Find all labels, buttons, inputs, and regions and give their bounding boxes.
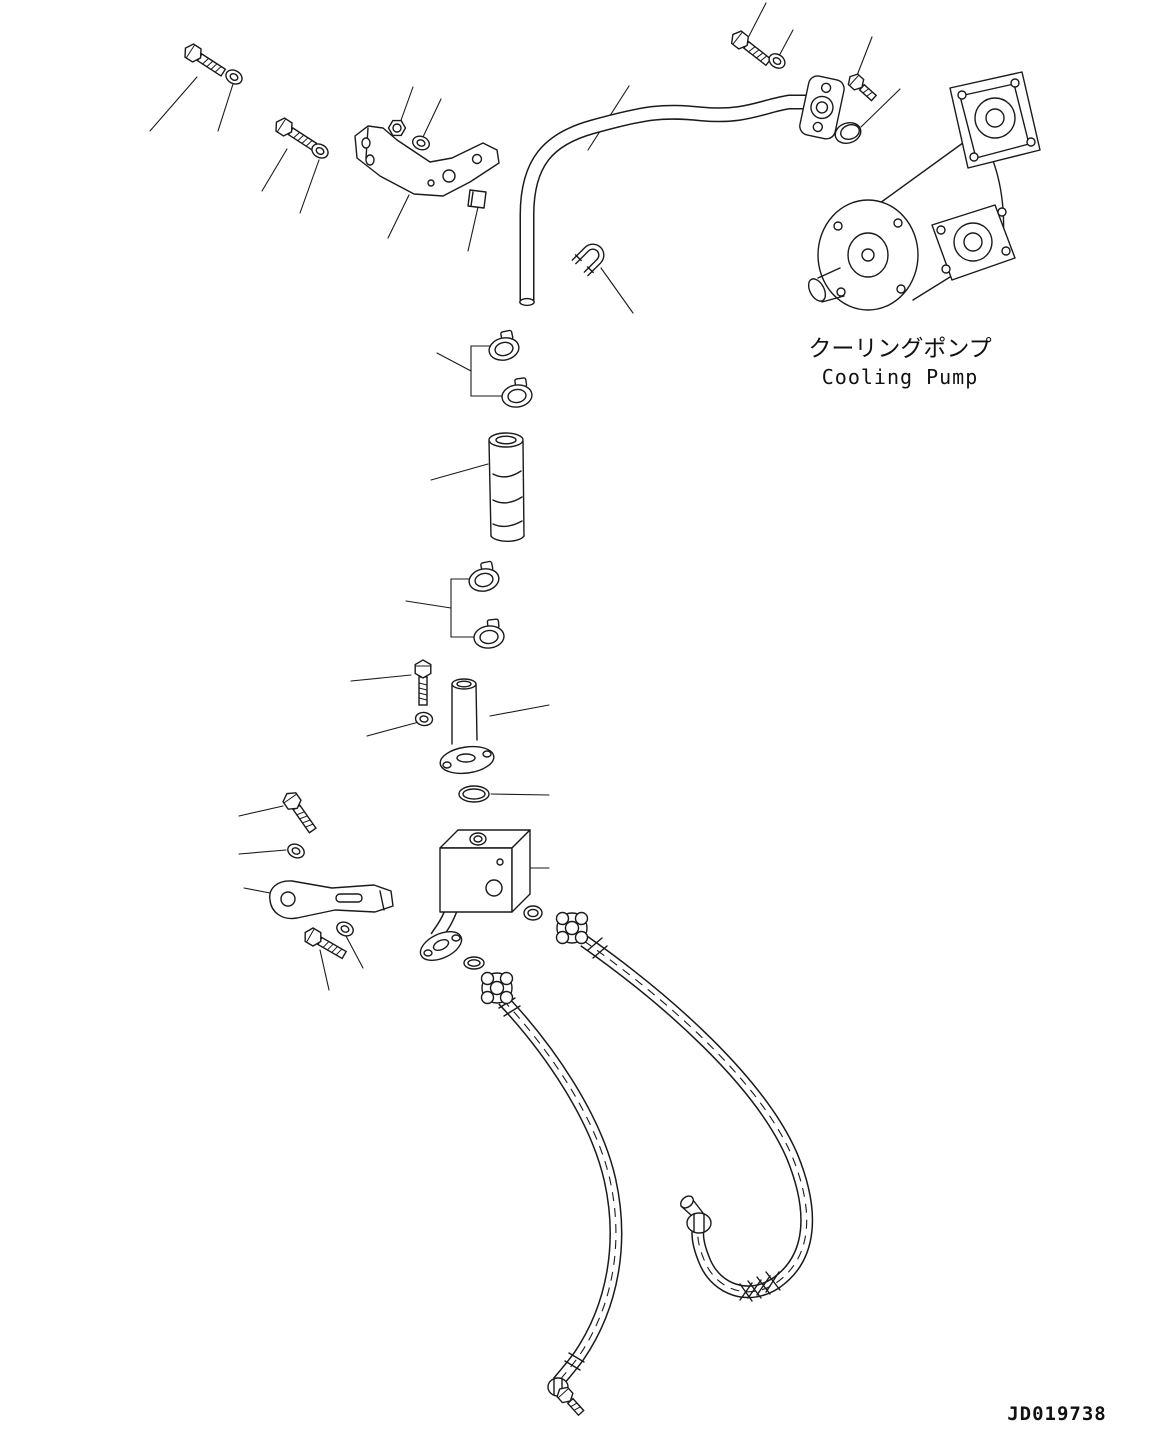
hose-elbow-fitting: [680, 1195, 712, 1234]
washer-icon: [765, 50, 789, 72]
hose-right: [580, 935, 814, 1302]
valve-block: [419, 829, 531, 962]
washer-icon: [333, 918, 357, 940]
cooling-pipe: [519, 94, 808, 307]
hose-clamp-icon: [485, 328, 522, 364]
lower-bracket: [269, 880, 394, 920]
o-ring-icon: [458, 785, 490, 803]
label-cooling-pump-jp: クーリングポンプ: [808, 336, 991, 362]
cooling-pump-drawing: [807, 71, 1041, 311]
clip-icon: [467, 189, 487, 209]
pipe-flange: [799, 75, 845, 140]
hose-clamp-icon: [499, 376, 535, 410]
hose-flange-icon: [555, 911, 589, 945]
nut-icon: [387, 119, 407, 137]
washer-icon: [413, 710, 435, 728]
hose-clamp-icon: [471, 617, 506, 651]
hose-flange-icon: [480, 971, 514, 1005]
elbow-tube: [439, 678, 495, 775]
hose-elbow-fitting: [547, 1377, 587, 1419]
hose-clamp-icon: [465, 559, 502, 595]
cap-disc-icon: [834, 121, 862, 145]
bolt-icon: [180, 40, 229, 80]
o-ring-icon: [523, 905, 543, 921]
washer-icon: [284, 840, 308, 862]
label-cooling-pump-en: Cooling Pump: [822, 365, 979, 389]
bolt-icon: [279, 788, 320, 836]
washer-icon: [410, 133, 432, 153]
plug-bolt-icon: [844, 70, 880, 104]
leader-lines: [149, 2, 901, 991]
drawing-number: JD019738: [1007, 1403, 1107, 1425]
o-ring-icon: [463, 956, 485, 970]
bolt-icon: [271, 114, 320, 154]
bolt-icon: [727, 27, 774, 70]
u-bolt-icon: [571, 243, 605, 277]
washer-icon: [222, 66, 246, 88]
bolt-icon: [414, 659, 432, 706]
hose-left: [498, 995, 623, 1387]
rubber-hose: [488, 432, 525, 543]
upper-bracket: [354, 125, 500, 197]
